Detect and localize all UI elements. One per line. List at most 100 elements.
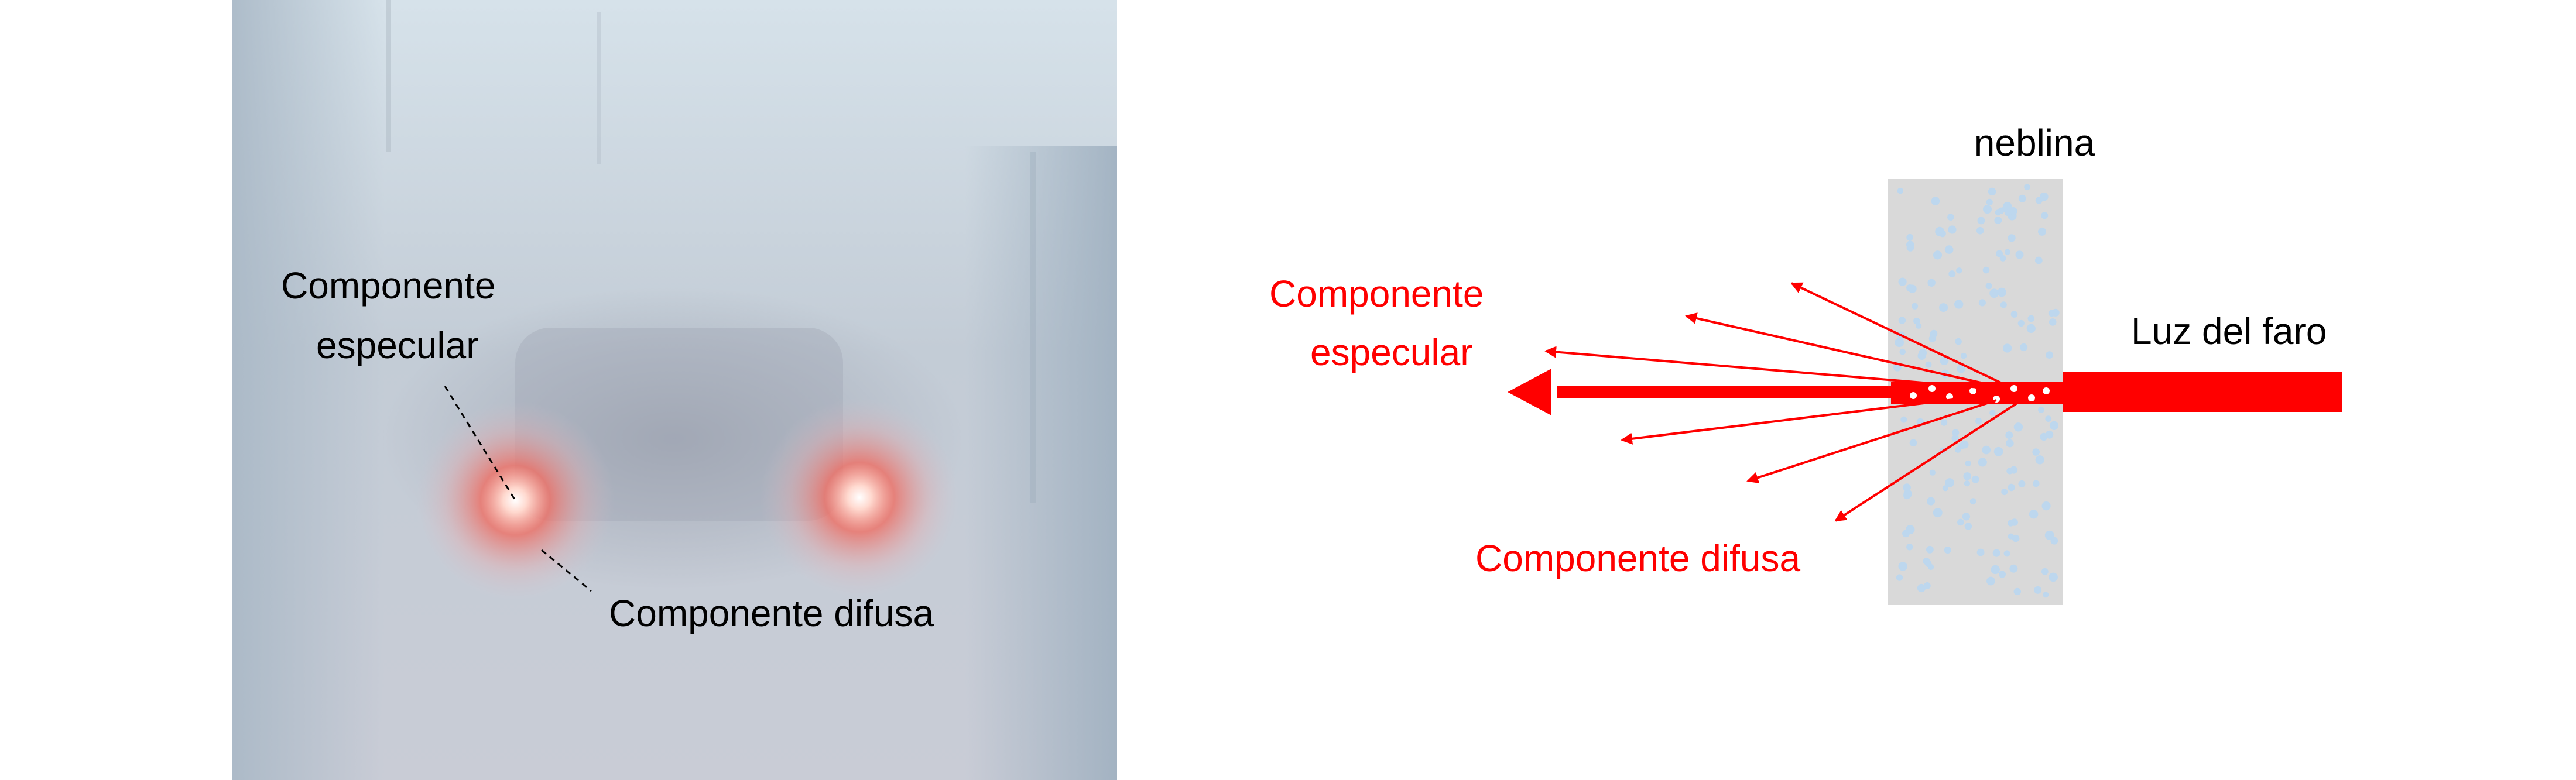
fog-droplet: [2003, 343, 2012, 353]
fog-droplet: [1969, 498, 1976, 505]
fog-droplet: [1994, 217, 2002, 224]
diagram-label-specular-1: Componente: [1269, 273, 1484, 315]
diffuse-arrow: [1834, 400, 2021, 522]
fog-droplet: [1992, 549, 2000, 557]
fog-droplet: [2020, 343, 2028, 352]
fog-droplet: [1900, 416, 1907, 423]
fog-photo: Componente especular Componente difusa: [232, 0, 1117, 780]
fog-droplet: [2050, 537, 2058, 545]
diagram-label-diffuse: Componente difusa: [1475, 537, 1800, 579]
fog-droplet: [2045, 430, 2054, 439]
specular-leader-line: [444, 386, 516, 501]
photo-label-diffuse: Componente difusa: [609, 592, 934, 634]
fog-droplet: [1898, 562, 1907, 571]
fog-droplet: [2010, 311, 2018, 318]
fog-droplet: [1898, 277, 1907, 286]
fog-droplet: [2001, 489, 2008, 496]
fog-droplet: [2024, 184, 2030, 191]
fog-droplet: [1976, 226, 1984, 235]
fog-droplet: [2035, 197, 2043, 204]
fog-droplet: [1947, 214, 1954, 221]
fog-droplet: [1927, 497, 1936, 506]
photo-label-specular-1: Componente: [281, 264, 495, 307]
fog-droplet: [2006, 439, 2014, 448]
fog-droplet: [1964, 523, 1972, 530]
fog-droplet: [1989, 288, 1999, 298]
fog-droplet: [2005, 431, 2013, 439]
fog-droplet: [2044, 530, 2054, 540]
fog-droplet: [1933, 250, 1943, 260]
scattering-diagram: neblina Luz del faro Componente especula…: [1269, 122, 2342, 605]
fog-droplet: [2049, 318, 2057, 326]
fog-droplet: [1944, 245, 1954, 254]
fog-droplet: [1960, 352, 1967, 359]
fog-droplet: [1983, 205, 1992, 214]
fog-droplet: [1940, 356, 1949, 365]
specular-arrowhead: [1508, 369, 1551, 415]
fog-droplet: [2029, 510, 2039, 519]
fog-droplet: [1960, 440, 1969, 449]
headlight-label: Luz del faro: [2131, 310, 2327, 352]
tail-light-right: [760, 398, 959, 597]
fog-droplet: [1971, 475, 1979, 483]
fog-droplet: [2041, 212, 2049, 219]
photo-label-specular-2: especular: [316, 324, 479, 366]
fog-droplet: [2008, 483, 2015, 492]
fog-droplet: [1902, 530, 1910, 538]
fog-droplet: [2004, 249, 2010, 255]
diffuse-leader-line: [541, 549, 592, 592]
fog-droplet: [1982, 266, 1990, 274]
fog-droplet: [2026, 324, 2036, 334]
fog-droplets: [1893, 184, 2060, 598]
fog-droplet: [1906, 244, 1914, 252]
fog-droplet: [1957, 365, 1965, 373]
fog-droplet: [1917, 583, 1926, 593]
fog-droplet: [1977, 217, 1985, 225]
fog-droplet: [1931, 197, 1940, 205]
diffuse-arrow: [1685, 312, 1997, 387]
fog-droplet: [1948, 225, 1957, 234]
fog-droplet: [2032, 448, 2040, 456]
tail-light-left: [416, 401, 615, 600]
fog-droplet: [1928, 563, 1934, 571]
fog-droplet: [1940, 419, 1948, 426]
fog-droplet: [1906, 544, 1913, 551]
fog-droplet: [1930, 333, 1937, 340]
fog-droplet: [2017, 319, 2025, 327]
fog-droplet: [2010, 466, 2018, 474]
fog-droplet: [2035, 455, 2044, 465]
fog-droplet: [1906, 284, 1914, 292]
fog-droplet: [2041, 501, 2051, 511]
fog-droplet: [2013, 422, 2023, 432]
fog-droplet: [2009, 564, 2018, 573]
fog-droplet: [1925, 361, 1932, 368]
fog-droplet: [1978, 458, 1987, 467]
fog-droplet: [2012, 534, 2020, 542]
fog-droplet: [1998, 207, 2005, 214]
fog-droplet: [1982, 445, 1991, 455]
fog-droplet: [1917, 352, 1926, 360]
fog-droplet: [1965, 460, 1971, 467]
fog-droplet: [1927, 279, 1936, 287]
fog-label: neblina: [1974, 122, 2095, 164]
fog-droplet: [1929, 469, 1936, 476]
beam-droplets: [1910, 385, 2050, 403]
fog-droplet: [1952, 429, 1960, 437]
fog-droplet: [1903, 483, 1911, 492]
diffuse-arrows: [1544, 282, 2021, 522]
fog-droplet: [1899, 348, 1906, 355]
fog-droplet: [2018, 194, 2026, 202]
fog-droplet: [1954, 300, 1964, 309]
fog-droplet: [1909, 439, 1917, 447]
fog-droplet: [1933, 508, 1943, 518]
fog-droplet: [1964, 480, 1970, 487]
fog-droplet: [1913, 317, 1920, 325]
fog-droplet: [1895, 338, 1904, 348]
fog-droplet: [1942, 485, 1948, 492]
fog-droplet: [1956, 267, 1962, 274]
diagram-label-specular-2: especular: [1310, 331, 1473, 373]
fog-droplet: [1988, 187, 1996, 196]
fog-droplet: [2049, 572, 2058, 582]
fog-droplet: [1975, 418, 1982, 425]
fog-droplet: [1897, 187, 1904, 194]
